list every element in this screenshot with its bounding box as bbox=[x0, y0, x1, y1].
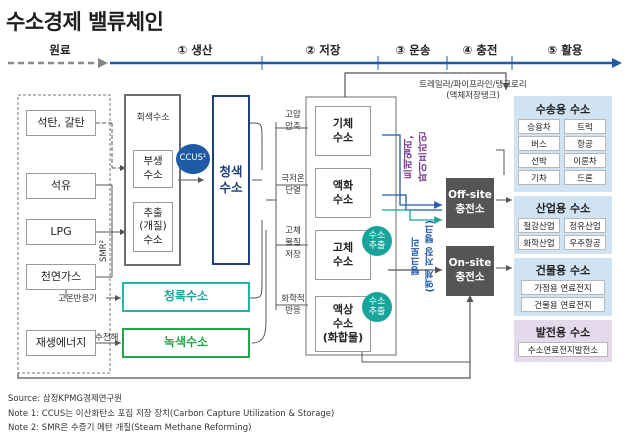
stage-transport: ③ 운송 bbox=[395, 43, 431, 57]
storage-method-compression: 고압 압축 bbox=[285, 110, 301, 132]
use-item: 철강산업 bbox=[518, 218, 560, 233]
footnote-2: Note 2: SMR은 수증기 메탄 개질(Steam Methane Ref… bbox=[8, 423, 252, 433]
use-item: 선박 bbox=[518, 153, 560, 168]
byproduct-hydrogen: 부생 수소 bbox=[133, 150, 173, 188]
transport-top-label: 트레일러/파이프라인/탱크로리 bbox=[419, 80, 527, 90]
use-item: 수소연료전지발전소 bbox=[518, 342, 608, 357]
transport-top-sublabel: (액체저장탱크) bbox=[446, 91, 500, 101]
high-temp-reactor-label: 고온반응기 bbox=[58, 294, 98, 304]
use-item: 버스 bbox=[518, 136, 560, 151]
use-building-title: 건물용 수소 bbox=[535, 264, 591, 277]
blue-hydrogen: 청색 수소 bbox=[212, 95, 250, 265]
offsite-station: Off-site 충전소 bbox=[446, 178, 494, 228]
storage-liquid-compound-hydrogen: 액상 수소 (화합물) bbox=[315, 296, 371, 352]
use-item: 화학산업 bbox=[518, 235, 560, 250]
storage-liquefied-hydrogen: 액화 수소 bbox=[315, 168, 371, 218]
page-title: 수소경제 밸류체인 bbox=[6, 10, 164, 34]
extracted-hydrogen: 추출 (개질) 수소 bbox=[133, 202, 173, 252]
extraction-badge-solid: 수소 추출 bbox=[362, 226, 392, 256]
transport-trailer-pipeline: 트레일러, 파이프라인 bbox=[404, 132, 430, 182]
storage-gas-hydrogen: 기체 수소 bbox=[315, 106, 371, 156]
raw-lpg: LPG bbox=[26, 219, 96, 245]
gray-hydrogen-label: 회색수소 bbox=[136, 113, 170, 123]
storage-solid-hydrogen: 고체 수소 bbox=[315, 230, 371, 280]
storage-method-insulation: 극저온 단열 bbox=[281, 174, 305, 196]
transport-tank-lorry: 탱크로리 (액체 저장 탱크) bbox=[411, 220, 436, 293]
green-hydrogen: 녹색수소 bbox=[122, 328, 250, 358]
footnote-1: Note 1: CCUS는 이산화탄소 포집 저장 장치(Carbon Capt… bbox=[8, 409, 335, 419]
stage-storage: ② 저장 bbox=[305, 43, 341, 57]
use-transport-title: 수송용 수소 bbox=[535, 103, 591, 116]
use-item: 기차 bbox=[518, 170, 560, 185]
use-item: 정유산업 bbox=[564, 218, 606, 233]
use-item: 항공 bbox=[564, 136, 606, 151]
use-item: 트럭 bbox=[564, 119, 606, 134]
use-industry-title: 산업용 수소 bbox=[535, 202, 591, 215]
extraction-badge-liquid: 수소 추출 bbox=[362, 292, 392, 322]
use-item: 건물용 연료전지 bbox=[521, 297, 605, 312]
use-item: 우주항공 bbox=[564, 235, 606, 250]
use-item: 드론 bbox=[564, 170, 606, 185]
storage-method-solid: 고체 물질 저장 bbox=[285, 226, 301, 260]
use-item: 승용차 bbox=[518, 119, 560, 134]
ccus-badge: CCUS¹ bbox=[176, 144, 210, 174]
storage-method-chemical: 화학적 반응 bbox=[281, 294, 305, 316]
stage-charging: ④ 충전 bbox=[462, 43, 498, 57]
onsite-station: On-site 충전소 bbox=[446, 246, 494, 296]
raw-natural-gas: 천연가스 bbox=[26, 264, 96, 290]
raw-oil: 석유 bbox=[26, 173, 96, 199]
stage-utilization: ⑤ 활용 bbox=[547, 43, 583, 57]
use-item: 이륜차 bbox=[564, 153, 606, 168]
raw-coal: 석탄, 갈탄 bbox=[26, 110, 96, 136]
use-power-title: 발전용 수소 bbox=[535, 326, 591, 339]
raw-renewable: 재생에너지 bbox=[26, 330, 96, 356]
electrolysis-label: 수전해 bbox=[95, 333, 119, 343]
use-item: 가정용 연료전지 bbox=[521, 280, 605, 295]
smr-label: SMR² bbox=[99, 240, 109, 263]
stage-raw-material: 원료 bbox=[49, 43, 71, 57]
source-note: Source: 삼정KPMG경제연구원 bbox=[8, 394, 123, 404]
stage-production: ① 생산 bbox=[177, 43, 213, 57]
turquoise-hydrogen: 청록수소 bbox=[122, 282, 250, 312]
